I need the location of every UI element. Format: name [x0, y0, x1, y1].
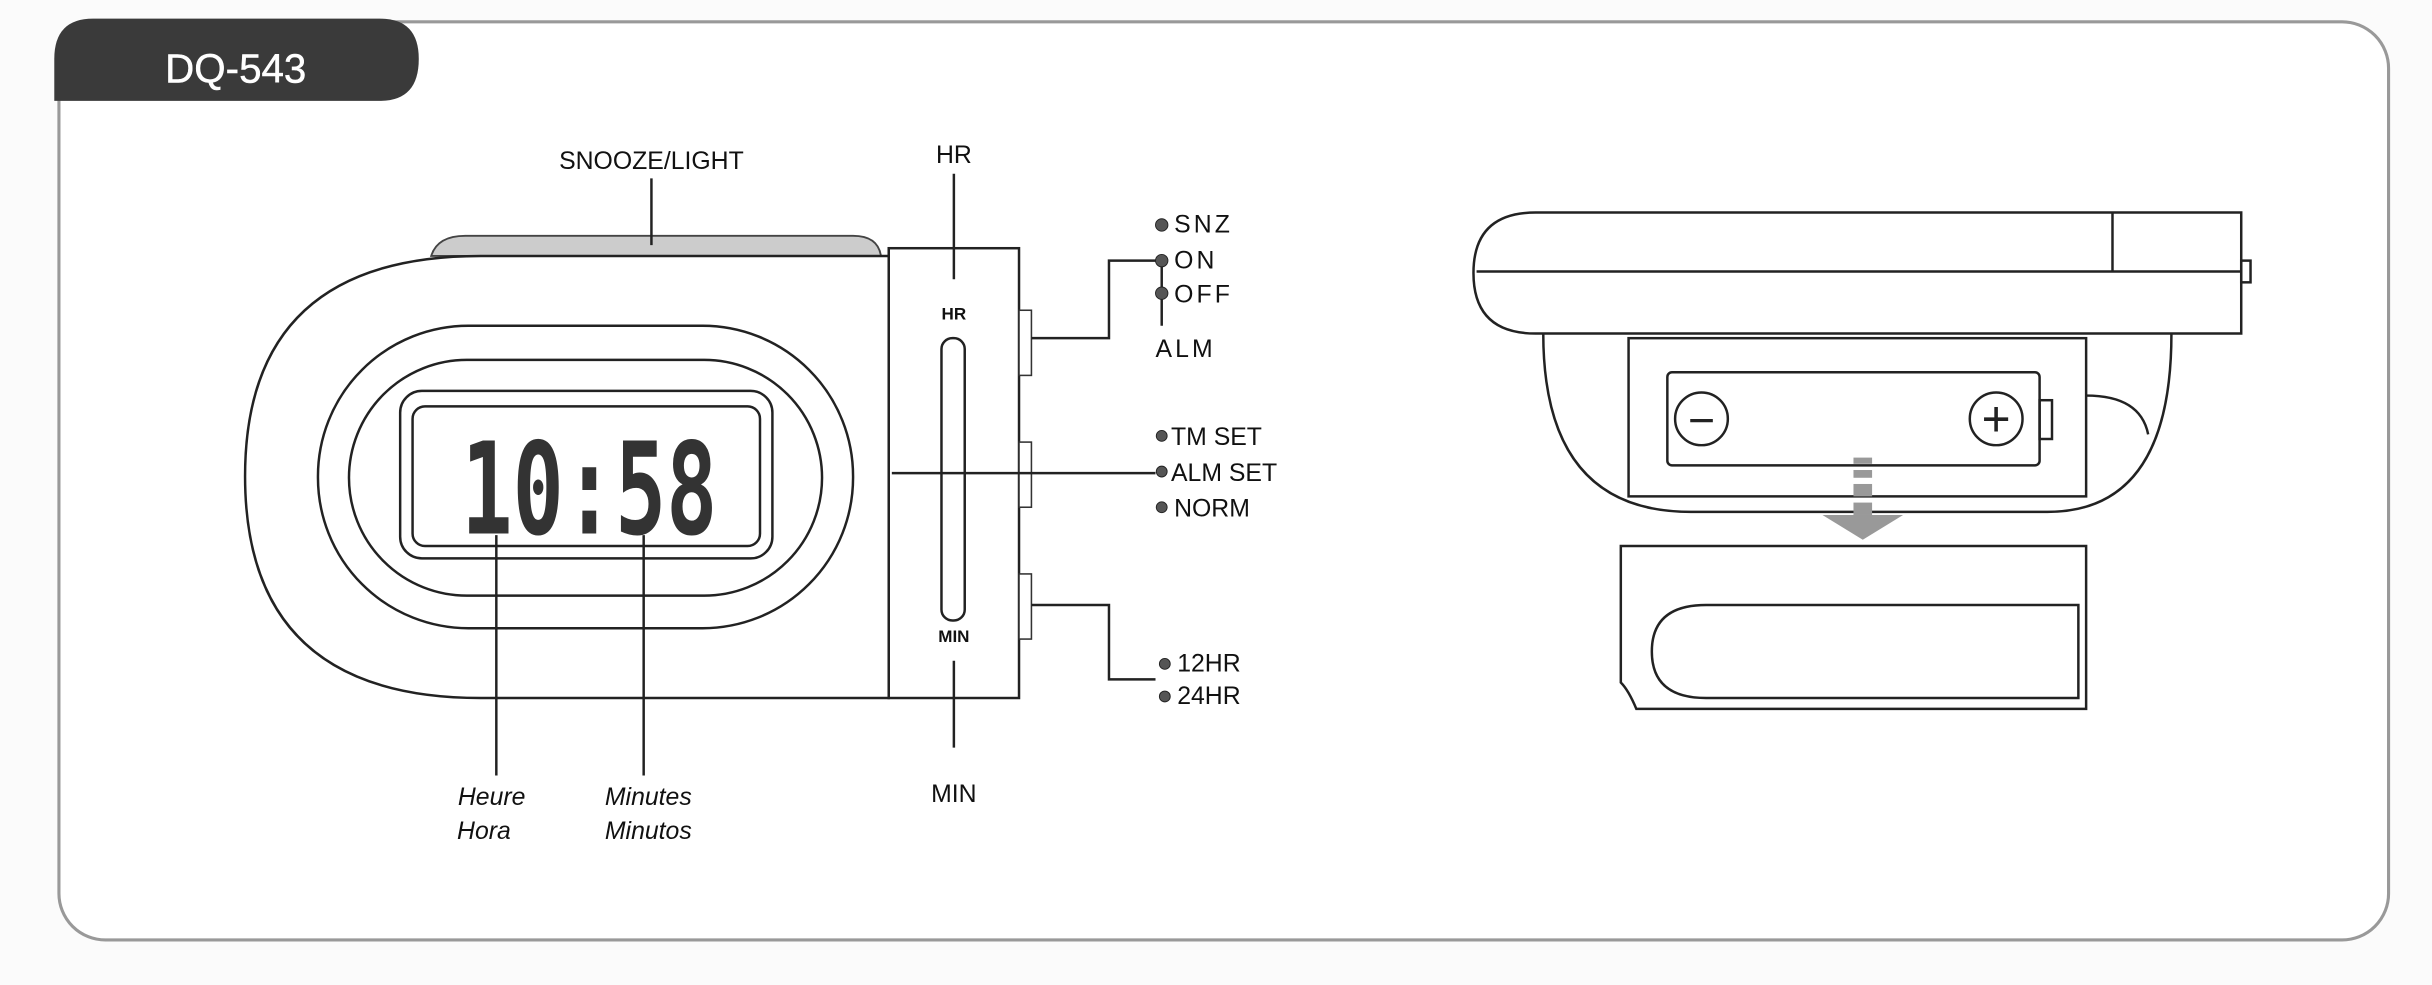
- model-tab: [54, 18, 419, 101]
- option-12hr: 12HR: [1177, 651, 1240, 678]
- battery-cover[interactable]: [1619, 544, 2088, 711]
- alm-label: ALM: [1156, 336, 1216, 363]
- lcd-time: 10:58: [461, 416, 717, 564]
- snooze-light-label: SNOOZE/LIGHT: [559, 148, 744, 175]
- hr-min-slot[interactable]: [940, 336, 966, 622]
- snooze-light-button[interactable]: [429, 234, 883, 257]
- format-switch-labels: 12HR 24HR: [1158, 651, 1241, 710]
- option-snz: SNZ: [1174, 212, 1233, 239]
- minutes-label-es: Minutos: [605, 818, 692, 845]
- leader-lines: [495, 173, 1163, 776]
- clock-front-view: 10:58 HR MIN: [243, 234, 1156, 700]
- arrow-down-icon: [1822, 457, 1904, 540]
- option-norm: NORM: [1174, 496, 1250, 523]
- hour-label-es: Hora: [457, 818, 511, 845]
- lcd-screen: [411, 405, 762, 548]
- option-off: OFF: [1174, 282, 1233, 309]
- alarm-switch-labels: SNZ ON OFF ALM: [1155, 212, 1233, 363]
- min-label: MIN: [931, 781, 976, 808]
- option-tm-set: TM SET: [1171, 424, 1262, 451]
- switch-knobs[interactable]: [1018, 309, 1033, 640]
- hour-label-fr: Heure: [458, 784, 526, 811]
- clock-body: [243, 248, 890, 700]
- minutes-label-fr: Minutes: [605, 784, 692, 811]
- mode-switch-labels: TM SET ALM SET NORM: [1155, 424, 1277, 523]
- hr-slot-label: HR: [942, 305, 967, 324]
- battery-plus-icon: +: [1982, 391, 2011, 447]
- model-title: DQ-543: [165, 45, 306, 91]
- option-alm-set: ALM SET: [1171, 460, 1277, 487]
- bezel-outer: [316, 324, 855, 630]
- option-24hr: 24HR: [1177, 683, 1240, 710]
- clock-bottom-view: − +: [1472, 211, 2252, 711]
- battery-minus-icon: −: [1688, 394, 1715, 446]
- bezel-inner: [347, 358, 824, 597]
- min-slot-label: MIN: [938, 627, 969, 646]
- lcd-frame: [398, 389, 774, 560]
- hr-label: HR: [936, 142, 972, 169]
- option-on: ON: [1174, 247, 1217, 274]
